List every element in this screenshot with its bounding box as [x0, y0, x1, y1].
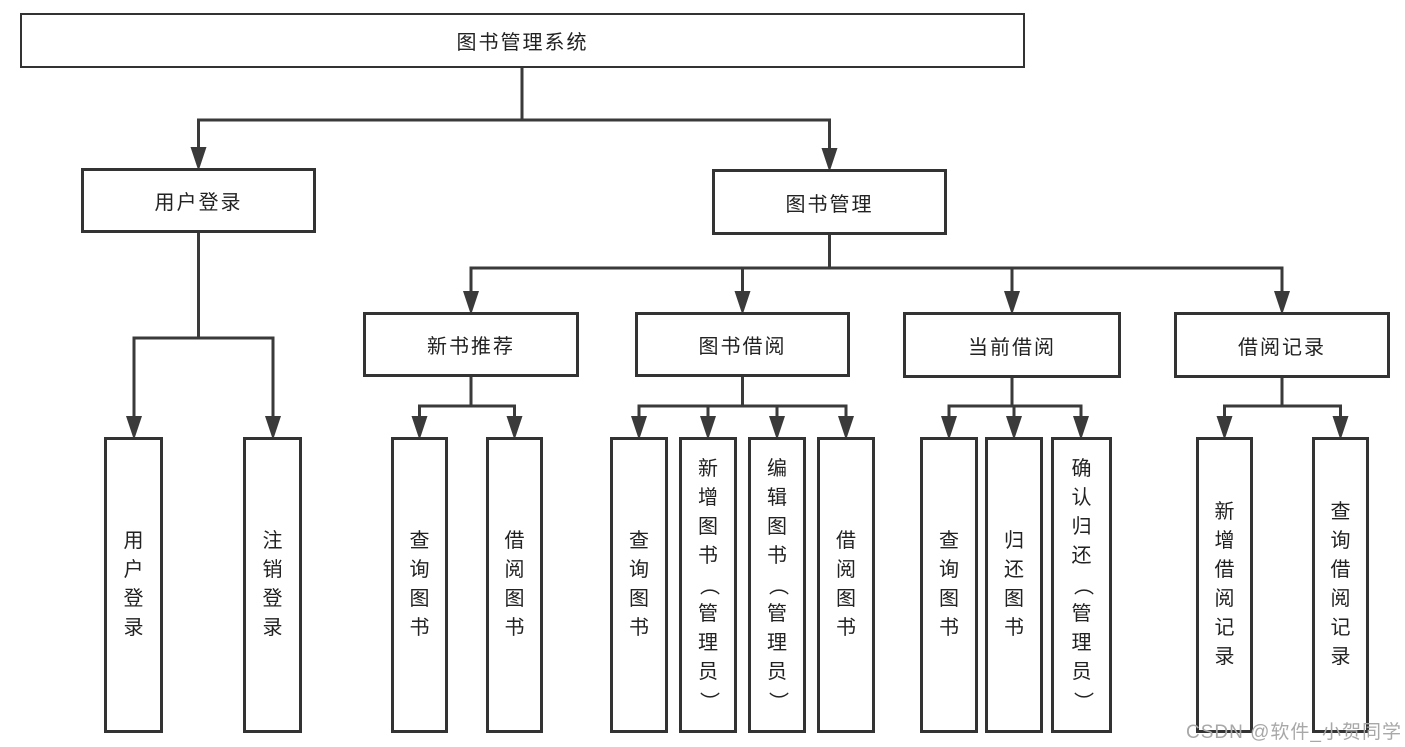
leaf-query-books-current: 查询图书 — [920, 437, 978, 733]
leaf-return-books: 归还图书 — [985, 437, 1043, 733]
leaf-add-books-admin: 新增图书（管理员） — [679, 437, 737, 733]
leaf-user-login: 用户登录 — [104, 437, 163, 733]
node-current-borrowing: 当前借阅 — [903, 312, 1121, 378]
edge-segments — [132, 68, 1342, 435]
leaf-logout: 注销登录 — [243, 437, 302, 733]
leaf-add-borrow-record: 新增借阅记录 — [1196, 437, 1253, 733]
leaf-query-borrow-record: 查询借阅记录 — [1312, 437, 1369, 733]
edge-arrowheads — [126, 147, 1349, 440]
leaf-edit-books-admin: 编辑图书（管理员） — [748, 437, 806, 733]
node-book-management: 图书管理 — [712, 169, 947, 235]
leaf-query-books-borrow: 查询图书 — [610, 437, 668, 733]
node-new-book-recommend: 新书推荐 — [363, 312, 579, 377]
leaf-confirm-return-admin: 确认归还（管理员） — [1051, 437, 1112, 733]
node-library-management-system: 图书管理系统 — [20, 13, 1025, 68]
leaf-query-books-recommend: 查询图书 — [391, 437, 448, 733]
leaf-borrow-books: 借阅图书 — [817, 437, 875, 733]
leaf-borrow-books-recommend: 借阅图书 — [486, 437, 543, 733]
node-user-login: 用户登录 — [81, 168, 316, 233]
node-borrowing-records: 借阅记录 — [1174, 312, 1390, 378]
node-book-borrowing: 图书借阅 — [635, 312, 850, 377]
csdn-watermark: CSDN @软件_小贺同学 — [1186, 722, 1402, 743]
